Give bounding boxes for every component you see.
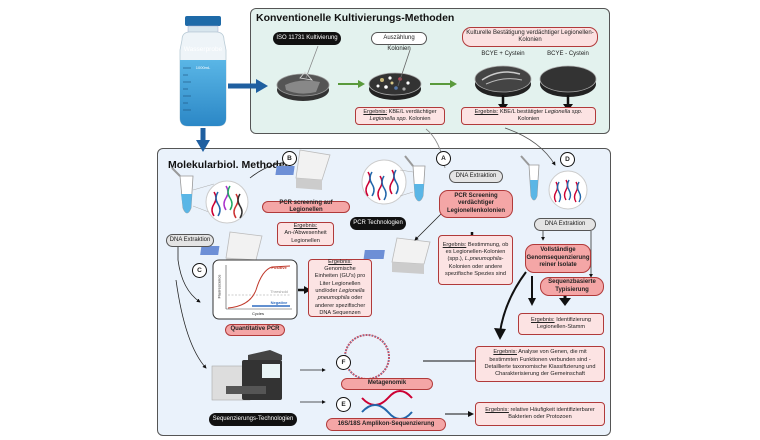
pcr-device-b-icon — [275, 149, 331, 190]
qpcr-positive-curve — [227, 265, 291, 309]
dna-isolate-a-icon — [361, 159, 407, 205]
qpcr-chart — [212, 259, 298, 320]
sequencing-technologies-label: Sequenzierungs-Technologien — [209, 413, 297, 426]
qpcr-threshold-label: Threshold — [270, 289, 288, 294]
dna-isolate-d-icon — [548, 170, 588, 210]
petri-dish-bcye-minus-icon — [539, 65, 597, 97]
water-bottle-icon — [179, 16, 227, 127]
dna-extraction-left: DNA Extraktion — [166, 234, 214, 247]
a-method-pcr-screening-colonies: PCR Screening verdächtiger Legionellenko… — [439, 190, 513, 218]
d-result: Ergebnis: Identifizierung Legionellen-St… — [518, 313, 604, 335]
d-typing: Sequenzbasierte Typisierung — [540, 277, 604, 296]
sample-tube-a-icon — [404, 155, 426, 202]
media-minus-label: BCYE - Cystein — [547, 51, 589, 57]
petri-dish-bcye-plus-icon — [474, 65, 532, 97]
petri-dish-colonies-icon — [368, 49, 422, 100]
label-a: A — [436, 151, 451, 166]
qpcr-ylabel: Fluorescence — [216, 274, 222, 299]
dna-extraction-d: DNA Extraktion — [534, 218, 596, 231]
e-result: Ergebnis: relative Häufigkeit identifizi… — [475, 402, 605, 426]
pcr-technologies-label: PCR Technologien — [350, 217, 406, 230]
media-plus-label: BCYE + Cystein — [481, 51, 525, 57]
qpcr-positive-label: Positive — [271, 265, 287, 270]
colony-count-label: Auszählung Kolonien — [371, 32, 427, 52]
pcr-device-a-icon — [363, 237, 431, 274]
label-c: C — [192, 263, 207, 278]
dna-sample-icon — [205, 180, 249, 224]
amplicon-dna-icon — [361, 390, 413, 420]
label-b: B — [282, 151, 297, 166]
e-method-amplicon: 16S/18S Amplikon-Sequenzierung — [326, 418, 446, 431]
f-method-metagenomics: Metagenomik — [341, 378, 433, 390]
conventional-methods-title: Konventionelle Kultivierungs-Methoden — [256, 12, 455, 24]
c-result: Ergebnis: Genomische Einheiten (GU's) pr… — [308, 259, 372, 317]
qpcr-xlabel: Cycles — [251, 311, 264, 316]
label-f: F — [336, 355, 351, 370]
label-d: D — [560, 152, 575, 167]
b-method-pcr-screening: PCR screening auf Legionellen — [262, 200, 350, 213]
f-result: Ergebnis: Analyse von Genen, die mit bes… — [475, 346, 605, 382]
bottle-label: Wasserprobe — [183, 46, 223, 53]
molecular-methods-title: Molekularbiol. Methoden — [168, 159, 292, 171]
qpcr-negative-label: Negative — [270, 300, 288, 305]
d-method-whole-genome: Vollständige Genomsequenzierung reiner I… — [525, 244, 591, 273]
sequencer-device-icon — [211, 350, 282, 401]
conventional-result-suspected: Ergebnis: KBE/L verdächtiger Legionella … — [355, 107, 445, 125]
b-result: Ergebnis: An-/Abwesenheit Legionellen — [277, 222, 334, 246]
iso-cultivation-label: ISO 11731 Kultivierung — [273, 32, 341, 45]
label-e: E — [336, 397, 351, 412]
bottle-volume: 1000mL — [195, 65, 211, 70]
c-method-qpcr: Quantitative PCR — [225, 324, 285, 336]
conventional-result-confirmed: Ergebnis: KBE/L bestätigter Legionella s… — [461, 107, 596, 125]
confirmation-label: Kulturelle Bestätigung verdächtiger Legi… — [462, 27, 598, 47]
petri-dish-culture-icon — [276, 45, 330, 101]
a-result: Ergebnis: Bestimmung, ob es Legionellen-… — [438, 235, 513, 285]
sample-tube-d-icon — [520, 155, 540, 201]
dna-extraction-a: DNA Extraktion — [449, 170, 503, 183]
sample-tube-icon — [171, 167, 194, 214]
